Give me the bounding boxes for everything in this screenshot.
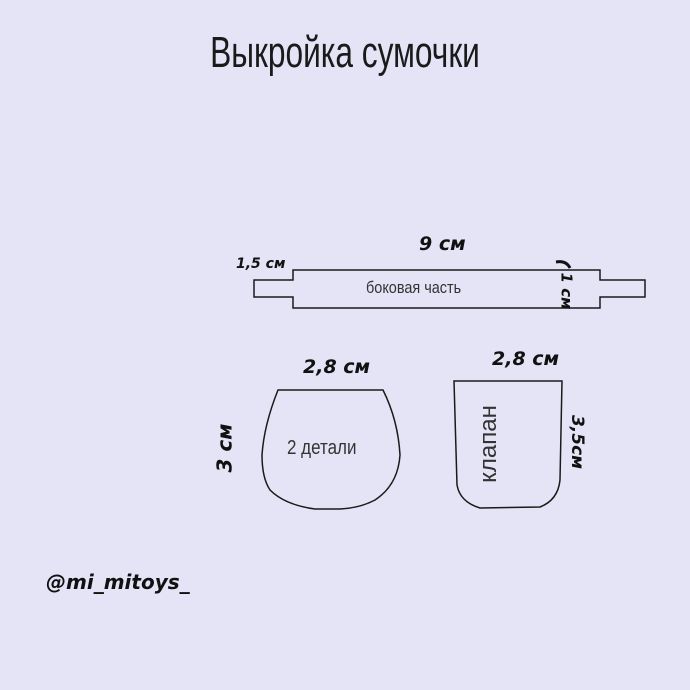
side-tab-length-label: 1,5 см bbox=[236, 256, 286, 272]
side-piece-label: боковая часть bbox=[366, 278, 462, 297]
side-height-label: 1 см bbox=[557, 272, 576, 310]
body-piece-outline bbox=[261, 389, 401, 510]
body-piece-label: 2 детали bbox=[287, 437, 357, 459]
body-height-label: 3 см bbox=[212, 423, 237, 473]
page-title: Выкройка сумочки bbox=[210, 28, 480, 77]
body-width-label: 2,8 см bbox=[303, 356, 371, 378]
credit-handle: @mi_mitoys_ bbox=[46, 570, 190, 594]
flap-piece-label: клапан bbox=[474, 405, 502, 483]
arrow-icon bbox=[555, 260, 572, 269]
side-length-label: 9 см bbox=[419, 233, 466, 255]
flap-height-label: 3,5см bbox=[567, 414, 588, 470]
side-piece-outline bbox=[253, 269, 646, 309]
flap-piece-outline bbox=[453, 380, 563, 509]
flap-width-label: 2,8 см bbox=[492, 348, 560, 370]
